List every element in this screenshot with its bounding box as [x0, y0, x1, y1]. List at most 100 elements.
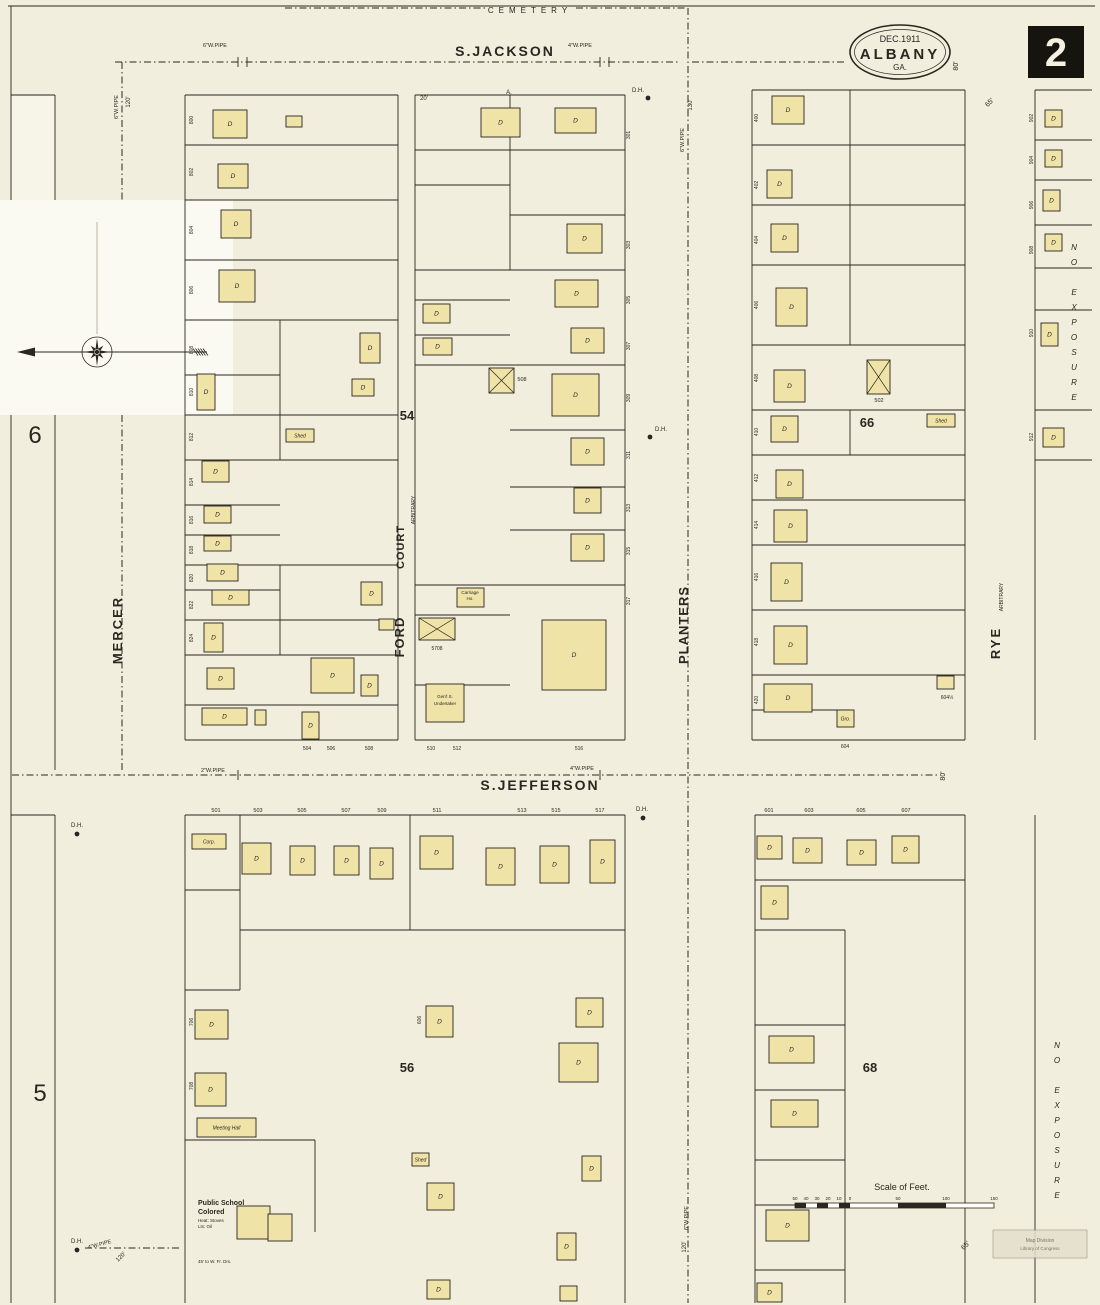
compass-feather [202, 348, 209, 356]
building-label: Corp. [203, 840, 215, 846]
building-label: Shed [935, 419, 947, 425]
map-label: 902 [1029, 114, 1035, 123]
building-label: D [208, 1087, 213, 1094]
building-label: D [782, 235, 787, 242]
building [480, 107, 521, 138]
building-label: D [788, 523, 793, 530]
map-label: 808 [189, 346, 195, 355]
map-label: Carriage [461, 590, 479, 595]
map-label: Gen'l S. [437, 694, 453, 699]
building-label: D [218, 676, 223, 683]
building-label: D [209, 1022, 214, 1029]
map-label: 68 [863, 1060, 877, 1075]
map-label: 120' [126, 96, 132, 107]
building-label: D [564, 1244, 569, 1251]
building-label: D [330, 673, 335, 680]
building [570, 327, 605, 354]
building-cross-mark [488, 367, 515, 394]
no-exposure-label: P [1071, 318, 1077, 327]
building [360, 674, 379, 697]
building-label: D [789, 1047, 794, 1054]
compass-feather [195, 348, 201, 356]
building [891, 835, 920, 864]
hydrant-dot [74, 831, 80, 837]
building-label: D [859, 850, 864, 857]
building-label: D [903, 847, 908, 854]
building [551, 373, 600, 417]
map-label: 800 [189, 116, 195, 125]
building [203, 622, 224, 653]
building-label: D [589, 1166, 594, 1173]
map-label: A. [506, 90, 512, 96]
map-label: 906 [1029, 201, 1035, 210]
building [191, 833, 227, 850]
building [206, 667, 235, 690]
building [236, 1205, 271, 1240]
building-label: D [204, 389, 209, 396]
map-label: 130' [688, 99, 694, 110]
map-label: FORD [392, 617, 407, 658]
building-label: D [573, 392, 578, 399]
building-label: D [572, 652, 577, 659]
building-label: D [1051, 116, 1056, 123]
building [211, 589, 250, 606]
building [1042, 427, 1065, 448]
map-label: 80' [953, 61, 960, 70]
title-oval-inner [854, 29, 946, 75]
building-label: D [220, 570, 225, 577]
building-label: D [576, 1060, 581, 1067]
map-label: 603 [804, 808, 813, 814]
map-label: 512 [453, 746, 462, 752]
map-label: ARBITRARY [411, 495, 417, 524]
map-label: Ho. [466, 596, 473, 601]
map-label: Colored [198, 1209, 224, 1216]
map-label: 706 [189, 1018, 195, 1027]
building [773, 625, 808, 665]
no-exposure-label: S [1054, 1146, 1060, 1155]
building-label: D [582, 236, 587, 243]
building-label: D [437, 1019, 442, 1026]
map-label: Heat: Stoves [198, 1218, 225, 1223]
building-label: D [786, 107, 791, 114]
building [936, 675, 955, 690]
compass-feather [197, 348, 204, 356]
building-label: D [361, 385, 366, 392]
compass-star-point [83, 350, 95, 354]
map-label: 912 [1029, 433, 1035, 442]
building-label: D [585, 545, 590, 552]
map-label: 904 [1029, 156, 1035, 165]
building-label: Shed [294, 434, 306, 440]
building [773, 509, 808, 543]
map-label: 908 [1029, 246, 1035, 255]
building [289, 845, 316, 876]
building [203, 535, 232, 552]
building [254, 709, 267, 726]
map-label: 4"W.PIPE [87, 1239, 112, 1251]
hydrant-dot [645, 95, 651, 101]
paper-patch [0, 200, 233, 415]
loc-stamp [992, 1229, 1088, 1259]
building [770, 1099, 819, 1128]
building-label: D [234, 221, 239, 228]
map-label: D.H. [655, 427, 667, 433]
building [556, 1232, 577, 1261]
building-label: D [215, 541, 220, 548]
building-label: D [434, 850, 439, 857]
compass-feather [200, 348, 206, 356]
map-label: 301 [626, 131, 632, 140]
map-label: 814 [189, 478, 195, 487]
no-exposure-label: O [1071, 258, 1077, 267]
building-label: Meeting Hall [213, 1126, 242, 1132]
map-label: 604½ [941, 694, 954, 701]
map-label: 4"W.PIPE [570, 766, 594, 772]
building [926, 413, 956, 428]
building-label: D [235, 283, 240, 290]
map-label: 822 [189, 601, 195, 610]
map-label: 416 [754, 573, 760, 582]
map-label: D.H. [632, 88, 644, 94]
no-exposure-label: N [1071, 243, 1077, 252]
no-exposure-label: E [1054, 1086, 1060, 1095]
scale-number: 50 [895, 1196, 901, 1201]
building-label: D [767, 845, 772, 852]
